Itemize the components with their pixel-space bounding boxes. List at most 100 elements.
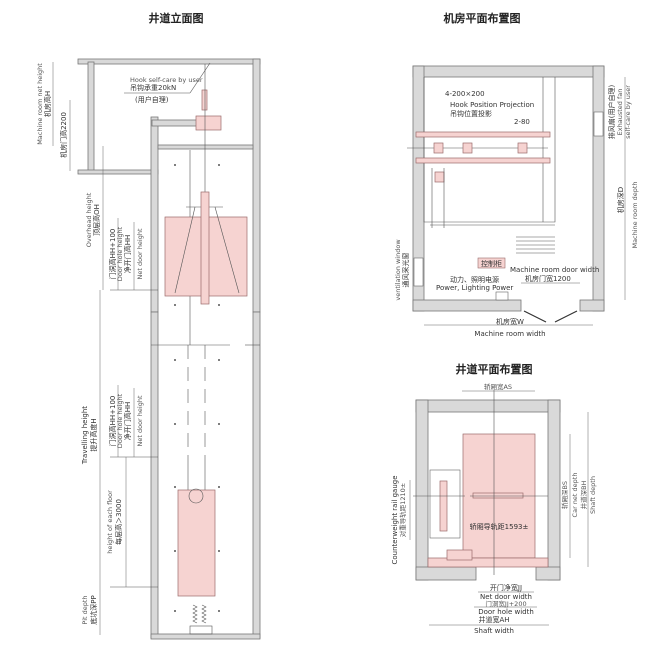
- fan-en: Exhausted fan: [616, 89, 624, 136]
- door-hole-width-en: Door hole width: [478, 608, 534, 616]
- hook-proj-en: Hook Position Projection: [450, 101, 534, 109]
- mr-bottom-wall-right: [579, 299, 605, 312]
- exhaust-fan-icon: [593, 111, 604, 137]
- shaft-plan-title: 井道平面布置图: [456, 362, 533, 376]
- door-hole-cn-1: 门洞高HH+100: [108, 229, 117, 280]
- floor-height-cn: 每层高＞3000: [114, 499, 123, 545]
- mr-depth-en: Machine room depth: [631, 181, 639, 248]
- net-door-width-cn: 开门净宽JJ: [490, 583, 522, 592]
- shaft-elevation: 井道立面图 Hook self-care by user 吊钩承重20kN (用…: [36, 11, 261, 640]
- beam-top: [415, 131, 551, 138]
- mr-width-en: Machine room width: [474, 330, 545, 338]
- shaft-bottom-wall-right: [535, 566, 561, 581]
- holes2-label: 2-80: [514, 118, 530, 126]
- door-sill: [427, 557, 549, 568]
- shaft-left-wall: [150, 116, 159, 313]
- pit-floor: [150, 633, 261, 640]
- door-hole-en-1: Door hole height: [116, 226, 124, 281]
- hole-3: [517, 142, 528, 154]
- hook: [201, 89, 208, 111]
- shaft-width-en: Shaft width: [474, 627, 514, 635]
- travel-en: Travelling height: [81, 406, 89, 465]
- vent-cn: 通风采光窗: [401, 253, 410, 288]
- shaft-right-wall-plan: [547, 399, 561, 581]
- holes-label: 4-200×200: [445, 90, 485, 98]
- counterweight-plan: [439, 480, 448, 532]
- beam-bottom: [415, 157, 551, 164]
- mr-height-cn: 机房高H: [43, 91, 52, 117]
- elevation-title: 井道立面图: [149, 11, 204, 25]
- mr-width-cn: 机房宽W: [496, 317, 524, 326]
- mr-floor-slab: [157, 144, 254, 150]
- door-hole-cn-2: 门洞高HH+100: [108, 396, 117, 447]
- car-depth-cn: 轿厢深BS: [560, 481, 569, 509]
- roof-slab: [77, 58, 261, 65]
- mr-top-wall: [412, 65, 605, 78]
- pit-depth-en: Pit depth: [81, 595, 89, 624]
- mr-door-height: 机房门高2200: [59, 112, 68, 158]
- net-door-en-1: Net door height: [136, 228, 144, 279]
- mr-right-wall-plan: [592, 65, 605, 312]
- hole-1: [433, 142, 444, 154]
- mr-height-en: Machine room net height: [36, 63, 44, 145]
- control-cabinet-label: 控制柜: [481, 259, 502, 268]
- overhead-cn: 顶层高OH: [92, 204, 101, 236]
- power-en: Power, Lighting Power: [436, 284, 513, 292]
- net-door-en-2: Net door height: [136, 395, 144, 446]
- hole-2: [462, 142, 473, 154]
- door-hole-width-cn: 门洞宽JJ+200: [485, 599, 526, 608]
- car-rail-bracket: [472, 492, 524, 499]
- car-sling: [200, 191, 210, 305]
- shaft-top-wall: [415, 399, 561, 413]
- shaft-plan: 井道平面布置图 轿厢宽AS 轿厢导轨距1593± Counterweight r…: [391, 362, 597, 635]
- ventilation-window: [413, 257, 424, 287]
- machine-block: [195, 115, 222, 131]
- power-box: [495, 291, 509, 301]
- shaft-width-cn: 井道宽AH: [478, 615, 509, 624]
- fan-cn: 排风扇(用户自理): [607, 85, 616, 140]
- mr-depth-cn: 机房深D: [616, 187, 625, 213]
- hole-4: [434, 171, 445, 183]
- mr-left-wall: [87, 61, 95, 173]
- counterweight: [177, 489, 216, 597]
- fan-en2: self-care by user: [624, 85, 632, 139]
- floor-height-en: height of each floor: [106, 490, 114, 554]
- hook-user-label: (用户自理): [135, 95, 169, 104]
- net-door-cn-2: 净开门高HH: [123, 402, 132, 441]
- door-hole-en-2: Door hole height: [116, 393, 124, 448]
- shaft-depth-cn: 井道深BH: [579, 480, 588, 509]
- shaft-bottom-wall-left: [415, 566, 477, 581]
- hook-beam: [151, 119, 199, 127]
- vent-en: ventilation window: [394, 239, 402, 301]
- shaft-left-wall-lower: [150, 311, 159, 639]
- door-machine: [446, 549, 473, 561]
- overhead-en: Overhead height: [85, 192, 93, 247]
- shaft-right-wall-lower: [252, 311, 261, 639]
- mr-bottom-wall-left: [412, 299, 522, 312]
- door-width-en: Machine room door width: [510, 266, 599, 274]
- cw-gauge-cn: 对重导轨距1210±: [398, 483, 407, 538]
- travel-cn: 提升高度H: [89, 418, 98, 451]
- machine-room-plan: 机房平面布置图 4-200×200 Hook Position Projecti…: [394, 11, 639, 338]
- door-swing: [523, 310, 578, 323]
- power-cn: 动力、照明电源: [450, 275, 499, 284]
- cw-gauge-en: Counterweight rail gauge: [391, 475, 399, 564]
- car-rail-label: 轿厢导轨距1593±: [470, 522, 529, 531]
- buffer-springs: [192, 604, 207, 624]
- door-width-cn: 机房门宽1200: [525, 274, 571, 283]
- hook-label-cn: 吊钩承重20kN: [130, 83, 176, 92]
- counterweight-frame: [429, 469, 461, 539]
- shaft-right-wall: [252, 58, 261, 313]
- pit-depth-cn: 底坑深PP: [89, 595, 98, 624]
- shaft-left-wall-plan: [415, 399, 429, 581]
- net-door-width-en: Net door width: [480, 593, 532, 601]
- car-depth-en: Car net depth: [571, 473, 579, 518]
- machine-room-title: 机房平面布置图: [444, 11, 521, 25]
- shaft-depth-en: Shaft depth: [589, 476, 597, 514]
- net-door-cn-1: 净开门高HH: [123, 235, 132, 274]
- car-width-label: 轿厢宽AS: [484, 382, 512, 391]
- hook-label-en: Hook self-care by user: [130, 76, 203, 84]
- mr-floor-left: [77, 169, 159, 175]
